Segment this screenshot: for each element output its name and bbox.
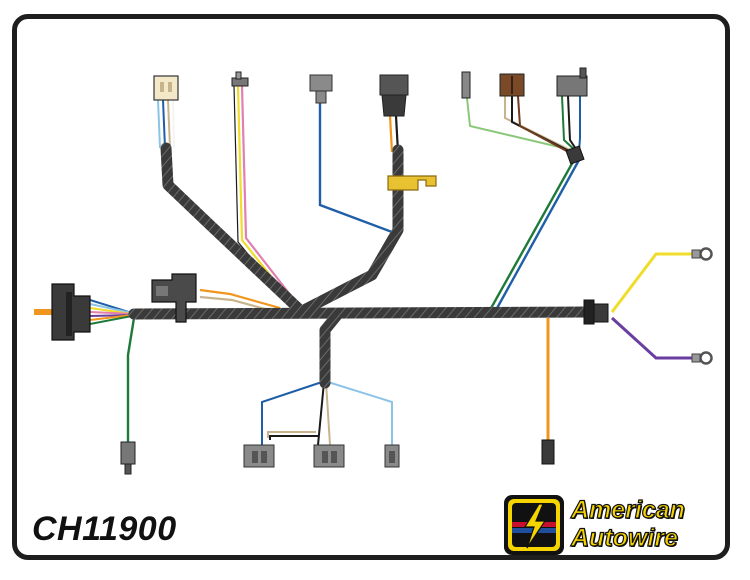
connector-yellow-clip <box>231 71 249 87</box>
connector-bottom-left <box>243 444 275 468</box>
connector-green-drop <box>120 441 136 475</box>
connector-black-2pin <box>379 74 409 117</box>
wires-top-left-connector <box>157 99 175 149</box>
brand-line-2: Autowire <box>570 523 678 552</box>
ring-terminal-icon <box>691 247 713 261</box>
wires-bottom-branch <box>261 381 393 446</box>
ring-terminal-icon <box>691 351 713 365</box>
connector-gray-3pin <box>556 67 588 97</box>
wire-green-drop <box>126 317 136 445</box>
wires-left-fan <box>89 299 133 325</box>
part-number: CH11900 <box>32 510 177 548</box>
lightning-bolt-icon <box>504 495 564 555</box>
brand-line-1: American <box>570 495 685 524</box>
american-autowire-logo: American Autowire <box>503 494 725 556</box>
wires-green-blue-long <box>488 159 581 311</box>
connector-right-grommet <box>583 299 609 325</box>
wire-blue-top <box>318 102 393 234</box>
connector-orange-drop <box>541 439 555 465</box>
connector-top-right-plug-a <box>461 71 471 99</box>
connector-left-bulkhead <box>34 283 91 341</box>
connector-bottom-right <box>384 444 400 468</box>
connector-gray-spade <box>309 74 333 104</box>
connector-brown-2pin <box>499 73 525 97</box>
fuse-clip-icon <box>387 175 437 191</box>
wires-ring-terminals <box>610 252 700 360</box>
connector-bottom-middle <box>313 444 345 468</box>
connector-top-left-cream <box>153 75 179 101</box>
diagram-frame <box>12 14 730 560</box>
connector-boot-top-right <box>565 145 585 165</box>
brand-wordmark: American Autowire <box>570 495 685 552</box>
wires-top-right <box>466 95 581 157</box>
connector-mid-left <box>151 273 197 323</box>
